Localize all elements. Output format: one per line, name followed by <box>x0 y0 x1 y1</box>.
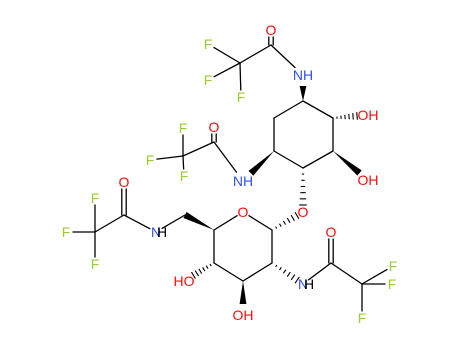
bond-o6-s5 <box>213 215 238 231</box>
atom-label-n4: N <box>298 276 308 292</box>
bond-c7-c8 <box>94 214 125 233</box>
bond-s3-o8-wedge <box>239 281 247 304</box>
atom-label-f2: F <box>204 72 213 88</box>
atom-label-f10: F <box>389 258 398 274</box>
bond-n3-c7 <box>123 214 151 230</box>
atom-label-o4: O <box>298 204 309 220</box>
atom-label-n1: NH <box>293 67 313 83</box>
bond-s4-s3 <box>213 262 244 282</box>
bond-c3-f6 <box>182 155 185 170</box>
bond-r6-r1 <box>273 100 304 119</box>
bond-r4-o4-hash <box>299 173 307 206</box>
atom-label-f4: F <box>179 120 188 136</box>
atom-label-o7: HO <box>174 273 195 289</box>
atom-label-o8: OH <box>233 307 254 323</box>
bond-c1-f3 <box>239 62 242 91</box>
bond-s3-s2 <box>242 262 273 282</box>
bond-c9-c10 <box>330 262 363 285</box>
bond-r3-o3-wedge <box>333 151 362 176</box>
bond-c2-n1 <box>270 44 296 69</box>
bond-r1-n1-wedge <box>299 86 307 101</box>
bond-c6-n3 <box>161 214 186 230</box>
bond-s2-n4-hash <box>275 264 300 284</box>
bond-r2-o2-hash <box>336 112 358 120</box>
bond-s5-c6-wedge <box>183 211 214 230</box>
atom-label-o6: O <box>238 204 249 220</box>
atom-label-f11: F <box>388 276 397 292</box>
atom-label-f3: F <box>237 89 246 105</box>
bond-c10-f10 <box>361 268 388 285</box>
bond-n4-c9 <box>307 262 332 281</box>
bond-s1-o4-hash <box>275 211 300 229</box>
atom-label-f12: F <box>358 310 367 326</box>
bond-c1-f2 <box>213 62 241 78</box>
bond-layer <box>72 36 388 312</box>
bond-r5-n2-wedge <box>248 151 274 176</box>
bond-s1-o6 <box>248 215 273 231</box>
atom-label-f5: F <box>146 152 155 168</box>
atom-label-n2: NH <box>233 173 253 189</box>
atom-label-f6: F <box>180 168 189 184</box>
atom-label-o5: O <box>209 119 220 135</box>
bond-s4-o7-hash <box>191 263 212 279</box>
atom-label-f8: F <box>62 224 71 240</box>
bond-c3-f5 <box>156 155 184 160</box>
atom-label-h3: H <box>157 224 167 240</box>
bond-r4-r5 <box>273 150 304 169</box>
atom-label-f7: F <box>91 190 100 206</box>
bond-c3-c4 <box>182 141 215 157</box>
atom-label-o1: O <box>266 22 277 38</box>
atom-label-o2: OH <box>358 107 379 123</box>
atom-label-o10: O <box>326 224 337 240</box>
atom-label-f9: F <box>91 256 100 272</box>
bond-c1-c2 <box>239 44 272 64</box>
bond-r3-r4 <box>302 150 334 169</box>
atom-label-o9: O <box>119 174 130 190</box>
atom-label-f1: F <box>204 36 213 52</box>
atom-label-n3: N <box>151 224 161 240</box>
bond-c4-n2 <box>213 141 238 173</box>
atom-label-h4: H <box>304 276 314 292</box>
atom-label-o3: OH <box>358 172 379 188</box>
bond-r1-r2 <box>302 100 334 119</box>
bond-c1-f1 <box>213 46 241 64</box>
